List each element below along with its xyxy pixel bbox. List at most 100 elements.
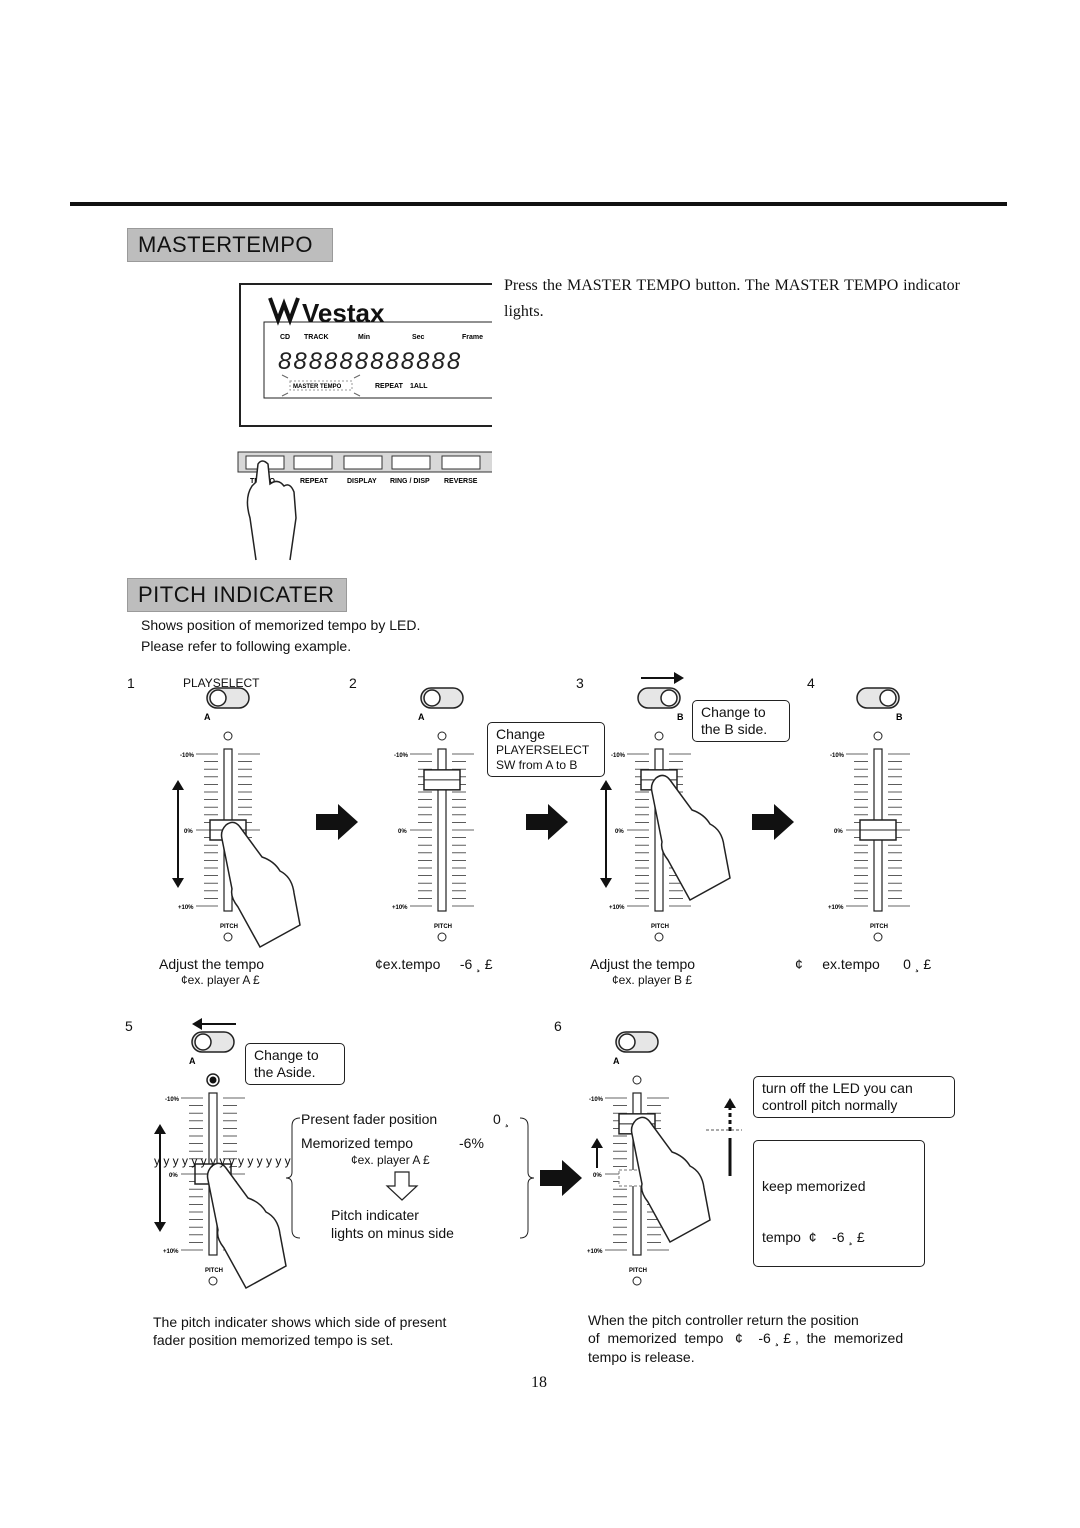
step6-memorized-position-ghost xyxy=(618,1169,656,1187)
arrow-3-to-4 xyxy=(752,804,794,840)
arrow-5-to-6 xyxy=(540,1160,582,1196)
fader-step5-led xyxy=(209,1076,217,1084)
fader-step6-led xyxy=(632,1075,642,1085)
fader-step6-label-plus: +10% xyxy=(587,1249,603,1255)
step5-garbled-text: y y y y y y y y y y y y y y y xyxy=(154,1154,291,1168)
step3-hand-icon xyxy=(650,774,731,902)
step6-hand-icon xyxy=(630,1116,711,1244)
fader-step4-fader-knob xyxy=(859,819,897,841)
fader-step5-label-minus: -10% xyxy=(165,1097,180,1103)
fader-step6-label-pitch: PITCH xyxy=(629,1268,647,1274)
fader-step2-bottom-led xyxy=(437,932,447,942)
fader-step2-side-label: A xyxy=(418,712,425,722)
step3-change-text: Change xyxy=(496,726,546,742)
fader-step2-switch-knob xyxy=(423,689,441,707)
step3-playerselect-text: PLAYERSELECT xyxy=(496,743,590,757)
fader-step6-label-minus: -10% xyxy=(589,1097,604,1103)
svg-text:MASTER TEMPO: MASTER TEMPO xyxy=(293,384,342,390)
step6-note-1: When the pitch controller return the pos… xyxy=(588,1312,859,1328)
fader-step3-playselect-switch xyxy=(637,687,681,709)
fader-step2-label-minus: -10% xyxy=(394,753,409,759)
reverse-button[interactable] xyxy=(441,455,481,470)
fader-step6-switch-knob xyxy=(618,1033,636,1051)
step3-change-box: Change PLAYERSELECT SW from A to B xyxy=(487,722,605,777)
step5-updown-arrow-head-up xyxy=(154,1124,166,1134)
step6-turn-off-box: turn off the LED you can controll pitch … xyxy=(753,1076,955,1118)
svg-text:RING / DISP: RING / DISP xyxy=(390,478,430,485)
step1-hand-icon xyxy=(220,821,301,949)
fader-step2-slot xyxy=(437,748,447,912)
step-number-1: 1 xyxy=(127,675,135,691)
cd-display-illustration: Vestax CD TRACK Min Sec Frame 8888888888… xyxy=(237,283,492,561)
pitch-intro-line2: Please refer to following example. xyxy=(141,638,352,654)
step2-caption: ¢ex.tempo -6 ¸ £ xyxy=(375,956,493,972)
fader-step5-label-zero: 0% xyxy=(169,1173,178,1179)
fader-step2-label-zero: 0% xyxy=(398,829,407,835)
fader-step6-bottom-led xyxy=(632,1276,642,1286)
fader-step3-label-zero: 0% xyxy=(615,829,624,835)
vestax-logo: Vestax xyxy=(268,297,385,328)
fader-step4-slot xyxy=(873,748,883,912)
fader-step2-playselect-switch xyxy=(420,687,464,709)
step-number-4: 4 xyxy=(807,675,815,691)
fader-step4-label-zero: 0% xyxy=(834,829,843,835)
playselect-label: PLAYSELECT xyxy=(183,676,260,690)
fader-step6-fader-knob xyxy=(618,1113,656,1135)
step5-updown-arrow-head-down xyxy=(154,1222,166,1232)
fader-step6-label-zero: 0% xyxy=(593,1173,602,1179)
page-number: 18 xyxy=(531,1374,547,1391)
display-label-sec: Sec xyxy=(412,334,425,341)
display-repeat-mode: 1ALL xyxy=(410,383,428,390)
arrow-2-to-3 xyxy=(526,804,568,840)
fader-step3-side-label: B xyxy=(677,712,684,722)
step1-updown-arrow-head-up xyxy=(172,780,184,790)
step5-hand-icon xyxy=(206,1162,287,1290)
fader-step4-side-label: B xyxy=(896,712,903,722)
svg-text:REVERSE: REVERSE xyxy=(444,478,478,485)
step6-dotted-arrow-head xyxy=(724,1098,736,1108)
fader-step5-label-plus: +10% xyxy=(163,1249,179,1255)
fader-step1-switch-knob xyxy=(209,689,227,707)
section-title-pitch-indicater: PITCH INDICATER xyxy=(127,578,347,612)
fader-step1-label-plus: +10% xyxy=(178,905,194,911)
memorized-tempo-label: Memorized tempo xyxy=(301,1135,414,1151)
ring-disp-button[interactable] xyxy=(391,455,431,470)
step5-left-arrow-head xyxy=(192,1018,202,1030)
step6-note-2: of memorized tempo ¢ -6 ¸ £ , the memori… xyxy=(588,1330,904,1346)
pitch-indicater-result-1: Pitch indicater xyxy=(331,1207,419,1223)
fader-step3-switch-knob xyxy=(660,689,678,707)
step3-sub: ¢ex. player B £ xyxy=(612,973,693,987)
step1-sub: ¢ex. player A £ xyxy=(181,973,260,987)
fader-step3-label-plus: +10% xyxy=(609,905,625,911)
fader-step3-bottom-led xyxy=(654,932,664,942)
fader-step6-playselect-switch xyxy=(615,1031,659,1053)
step5-note-1: The pitch indicater shows which side of … xyxy=(153,1314,447,1330)
step5-left-brace xyxy=(285,1117,301,1239)
svg-text:REPEAT: REPEAT xyxy=(300,478,329,485)
fader-step5-switch-knob xyxy=(194,1033,212,1051)
fader-step1-side-label: A xyxy=(204,712,211,722)
step-number-6: 6 xyxy=(554,1018,562,1034)
top-rule xyxy=(70,202,1007,206)
svg-text:DISPLAY: DISPLAY xyxy=(347,478,377,485)
step3-change-b-box: Change to the B side. xyxy=(692,700,790,742)
display-label-track: TRACK xyxy=(304,334,329,341)
step5-right-brace xyxy=(519,1117,535,1239)
step3-updown-arrow-head-down xyxy=(600,878,612,888)
step5-note-2: fader position memorized tempo is set. xyxy=(153,1332,394,1348)
fader-step2-led xyxy=(437,731,447,741)
display-digits: 888888888888 xyxy=(278,348,462,375)
present-fader-label: Present fader position xyxy=(301,1111,438,1127)
fader-step1-led xyxy=(223,731,233,741)
fader-step1-fader-knob xyxy=(209,819,247,841)
display-label-min: Min xyxy=(358,334,370,341)
fader-step1-label-minus: -10% xyxy=(180,753,195,759)
memorized-tempo-value: -6% xyxy=(459,1135,484,1151)
display-button[interactable] xyxy=(343,455,383,470)
repeat-button[interactable] xyxy=(293,455,333,470)
fader-step1-playselect-switch xyxy=(206,687,250,709)
fader-step4-label-minus: -10% xyxy=(830,753,845,759)
fader-step1-label-pitch: PITCH xyxy=(220,924,238,930)
fader-step3-led xyxy=(654,731,664,741)
step3-sw-text: SW from A to B xyxy=(496,758,578,772)
